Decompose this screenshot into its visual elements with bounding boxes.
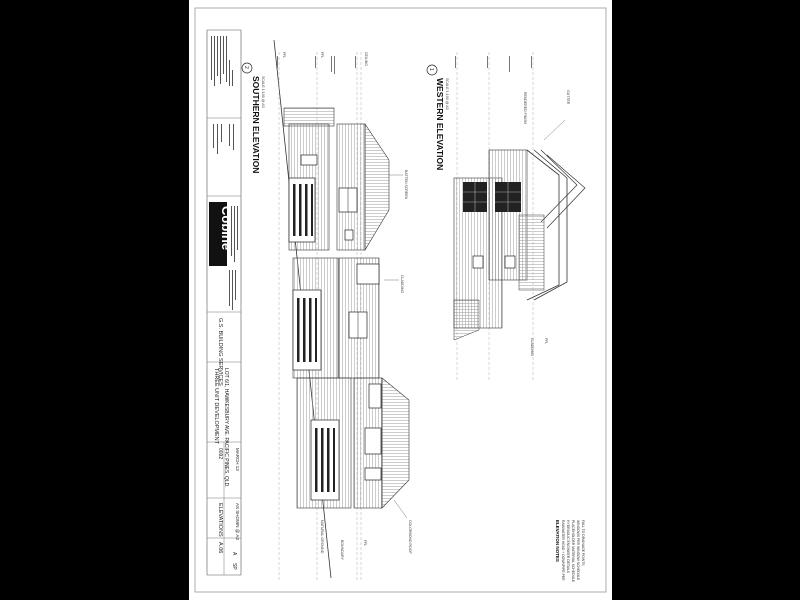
roof-label: COLORBOND ROOF [408,520,412,554]
unit-1-window-small [300,154,318,166]
southern-scale: SCALE 1:100 @ A3 [261,76,265,108]
west-roof-outline [526,149,560,301]
unit-3-window-top [368,383,382,409]
west-window-small-1 [472,255,484,269]
note-line-5: FALL TO DRAINAGE POINTS [581,520,585,566]
logo-block [209,202,227,266]
title-block: Cobine G.S. BUILDING SERVICES THREE UNIT… [206,29,242,576]
ffl-label-4: FFL [544,338,548,344]
project-name: THREE UNIT DEVELOPMENT [213,368,219,445]
sheet-number: A.06 [217,542,223,553]
southern-title: SOUTHERN ELEVATION [251,76,261,173]
west-window-small-2 [504,255,516,269]
elevation-notes: ELEVATION NOTES RAINWATER HEAD + DOWNPIP… [555,520,585,583]
southern-elevation: 2 SOUTHERN ELEVATION SCALE 1:100 @ A3 NA… [241,39,412,580]
unit-3-roof [381,377,410,509]
unit-1-window-vent [344,229,354,241]
sheet-border [194,7,607,593]
unit-1-roof [364,123,390,252]
drawing-scale: AS SHOWN @ A3 [235,503,240,540]
drawing-canvas: Cobine G.S. BUILDING SERVICES THREE UNIT… [194,7,607,593]
unit-3-window-low [364,467,382,481]
western-title: WESTERN ELEVATION [435,78,445,170]
note-line-1: RAINWATER HEAD + DOWNPIPE PER [561,520,565,581]
ffl-label-3: FFL [363,540,367,546]
notes-heading: ELEVATION NOTES [555,520,560,562]
project-address: LOT 6/1, HAWKESBURY AVE. PACIFIC PINES, … [223,368,229,488]
revision: A [231,552,237,556]
ffl-label-1: FFL [282,52,286,58]
drawn-by: SP [231,563,237,570]
western-scale: SCALE 1:100 @ A3 [445,78,449,110]
logo-text: Cobine [219,206,234,250]
ceiling-label: CEILING [364,52,368,66]
gutter-label: GUTTER [566,90,570,105]
unit-2-window-top [356,263,380,285]
issue-date: MARCH 13 [235,448,240,471]
drawing-name: ELEVATIONS [217,503,223,537]
west-window-grid-2 [495,182,521,212]
unit-1-upper-wall [336,123,366,251]
western-callout-number: 1 [428,68,434,71]
cladding-label-2: CLADDING [530,338,534,356]
unit-1-parapet [283,107,335,127]
note-line-4: WINDOWS PER WINDOW SCHEDULE [576,520,580,581]
render-label: RENDERED FINISH [523,92,527,125]
southern-callout-number: 2 [243,66,249,69]
drawing-sheet: Cobine G.S. BUILDING SERVICES THREE UNIT… [189,0,612,600]
western-callout [426,64,438,76]
job-number: 0092 [217,448,223,459]
ffl-label-2: FFL [320,52,324,58]
boundary-label: BOUNDARY [340,540,344,560]
west-retaining [453,299,480,341]
cladding-label-1: CLADDING [400,275,404,293]
ground-label: NATURAL GROUND [320,520,324,554]
southern-callout [241,62,253,74]
screen-label: BATTEN SCREEN [404,170,408,200]
note-line-2: HYDRAULIC ENGINEER DETAILS [566,520,570,574]
note-line-3: PLACEHOLDER MATERIAL SCHEDULE [571,520,575,583]
unit-3-window-mid [364,427,382,455]
company-name: G.S. BUILDING SERVICES [217,318,223,386]
western-elevation: 1 WESTERN ELEVATION SCALE 1:100 @ A3 [426,52,586,380]
west-window-grid-1 [463,182,487,212]
